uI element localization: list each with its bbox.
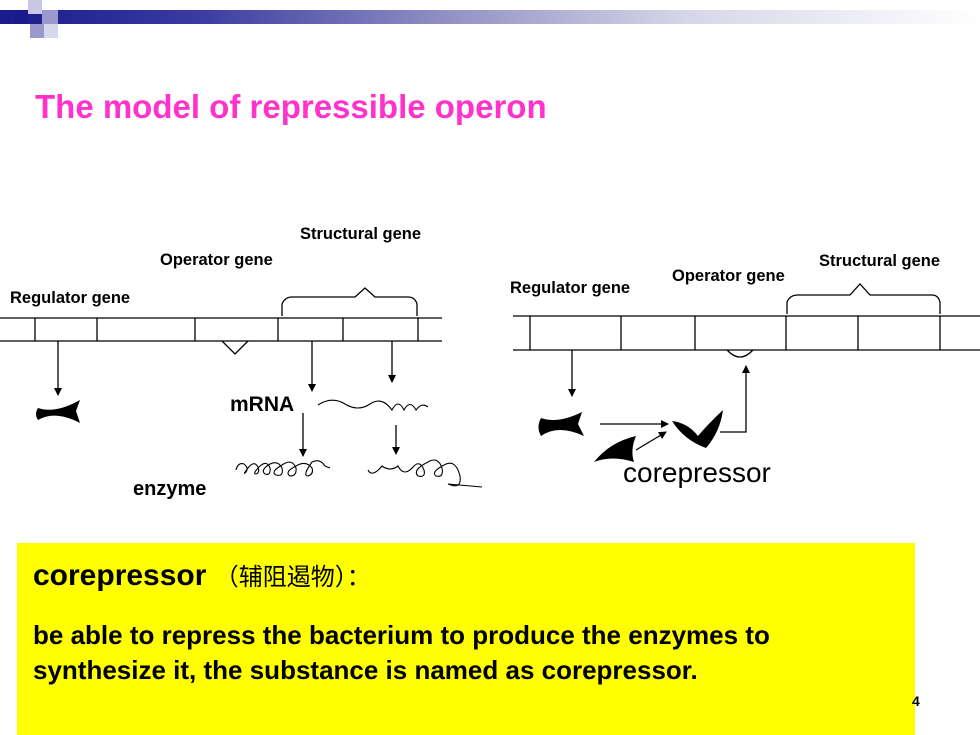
enzyme-coil-1: [235, 460, 331, 477]
definition-box: corepressor （辅阻遏物）： be able to repress t…: [17, 543, 915, 735]
header-square-5: [44, 24, 58, 38]
left-operator-gene-label: Operator gene: [160, 251, 273, 269]
corepressor-to-complex-arrow: [635, 431, 667, 451]
left-repressor-shape: [36, 400, 80, 423]
definition-body: be able to repress the bacterium to prod…: [33, 620, 770, 685]
header-square-2: [28, 0, 42, 14]
definition-term-cn: （辅阻遏物）：: [214, 563, 371, 591]
right-repressor-shape: [538, 412, 584, 436]
definition-term-en: corepressor: [33, 559, 207, 592]
left-dna-strand: [0, 317, 442, 342]
complex-to-operator-arrow: [720, 365, 750, 433]
header-square-4: [30, 24, 44, 38]
corepressor-shape: [594, 436, 636, 462]
right-structural-brace: [786, 283, 941, 314]
slide-title: The model of repressible operon: [35, 88, 547, 125]
header-square-3: [42, 10, 58, 24]
right-regulator-gene-label: Regulator gene: [510, 279, 631, 297]
enzyme-label: enzyme: [133, 478, 207, 500]
right-structural-gene-label: Structural gene: [819, 252, 941, 270]
right-operator-notch: [726, 349, 754, 358]
right-dna-strand: [513, 315, 980, 351]
corepressor-label: corepressor: [623, 457, 771, 488]
left-structural-brace: [281, 287, 418, 316]
enzyme-coil-2: [367, 459, 483, 488]
mrna-label: mRNA: [230, 393, 295, 416]
right-operator-gene-label: Operator gene: [672, 267, 785, 285]
repressible-operon-diagram: [0, 283, 980, 488]
header-gradient-bar: [0, 10, 980, 24]
left-operator-notch: [221, 340, 249, 355]
page-number: 4: [912, 693, 920, 709]
mrna-wavy-line: [317, 399, 429, 412]
left-structural-gene-label: Structural gene: [300, 225, 422, 243]
definition-term: corepressor （辅阻遏物）：: [33, 557, 371, 593]
left-regulator-gene-label: Regulator gene: [10, 289, 131, 307]
header-square-1: [14, 10, 28, 24]
active-repressor-complex: [672, 410, 723, 448]
